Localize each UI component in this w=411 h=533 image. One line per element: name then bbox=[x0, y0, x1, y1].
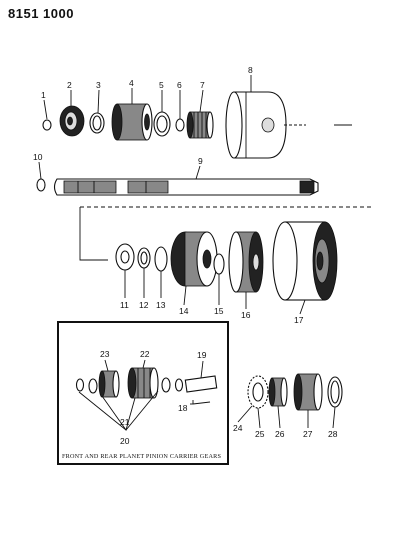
callout-21: 21 bbox=[120, 417, 130, 427]
part-10-washer bbox=[36, 178, 46, 192]
part-4-annulus-gear bbox=[111, 103, 153, 141]
callout-12: 12 bbox=[139, 300, 149, 310]
part-16-sun-gear-driving-shell bbox=[228, 231, 264, 293]
part-19-pinion-shaft bbox=[184, 375, 218, 393]
callout-16: 16 bbox=[241, 310, 251, 320]
part-24-bearing bbox=[247, 375, 269, 409]
callout-4: 4 bbox=[129, 78, 134, 88]
part-7-spline-shaft bbox=[186, 111, 214, 139]
part-11-plate bbox=[115, 243, 135, 271]
part-5-thrust-washer bbox=[153, 111, 171, 137]
callout-27: 27 bbox=[303, 429, 313, 439]
callout-1: 1 bbox=[41, 90, 46, 100]
callout-19: 19 bbox=[197, 350, 207, 360]
part-14-planet-carrier bbox=[170, 231, 218, 287]
part-18-retaining-pin bbox=[192, 400, 211, 405]
part-9-output-shaft bbox=[53, 178, 319, 196]
part-12-washer bbox=[137, 247, 151, 269]
callout-14: 14 bbox=[179, 306, 189, 316]
part-21-washer bbox=[75, 378, 98, 394]
callout-15: 15 bbox=[214, 306, 224, 316]
part-6-spacer bbox=[175, 118, 185, 132]
part-1-plug bbox=[42, 119, 52, 131]
part-13-ring bbox=[154, 246, 168, 272]
callout-9: 9 bbox=[198, 156, 203, 166]
callout-17: 17 bbox=[294, 315, 304, 325]
callout-10: 10 bbox=[33, 152, 43, 162]
part-27-sprag-clutch bbox=[293, 373, 323, 411]
callout-5: 5 bbox=[159, 80, 164, 90]
callout-24: 24 bbox=[233, 423, 243, 433]
callout-25: 25 bbox=[255, 429, 265, 439]
inset-frame bbox=[57, 321, 229, 465]
part-15-washer bbox=[213, 253, 225, 275]
callout-2: 2 bbox=[67, 80, 72, 90]
callout-7: 7 bbox=[200, 80, 205, 90]
part-21b-washer bbox=[161, 377, 184, 393]
callout-6: 6 bbox=[177, 80, 182, 90]
callout-23: 23 bbox=[100, 349, 110, 359]
callout-8: 8 bbox=[248, 65, 253, 75]
part-22-pinion-gear bbox=[127, 367, 159, 399]
page-part-number: 8151 1000 bbox=[8, 6, 74, 21]
part-2-bearing bbox=[59, 105, 85, 137]
callout-13: 13 bbox=[156, 300, 166, 310]
callout-18: 18 bbox=[178, 403, 188, 413]
leader-lines bbox=[38, 75, 336, 429]
callout-11: 11 bbox=[120, 300, 129, 310]
callout-26: 26 bbox=[275, 429, 285, 439]
callout-28: 28 bbox=[328, 429, 338, 439]
part-8-drum bbox=[225, 91, 287, 159]
part-17-drum-assembly bbox=[272, 221, 338, 301]
callout-20: 20 bbox=[120, 436, 130, 446]
part-3-ring bbox=[89, 112, 105, 134]
callout-22: 22 bbox=[140, 349, 150, 359]
part-23-pinion-gear bbox=[98, 370, 120, 398]
callout-3: 3 bbox=[96, 80, 101, 90]
part-26-hub bbox=[268, 377, 288, 407]
inset-caption: FRONT AND REAR PLANET PINION CARRIER GEA… bbox=[62, 453, 221, 460]
part-28-snap-ring bbox=[327, 376, 343, 408]
